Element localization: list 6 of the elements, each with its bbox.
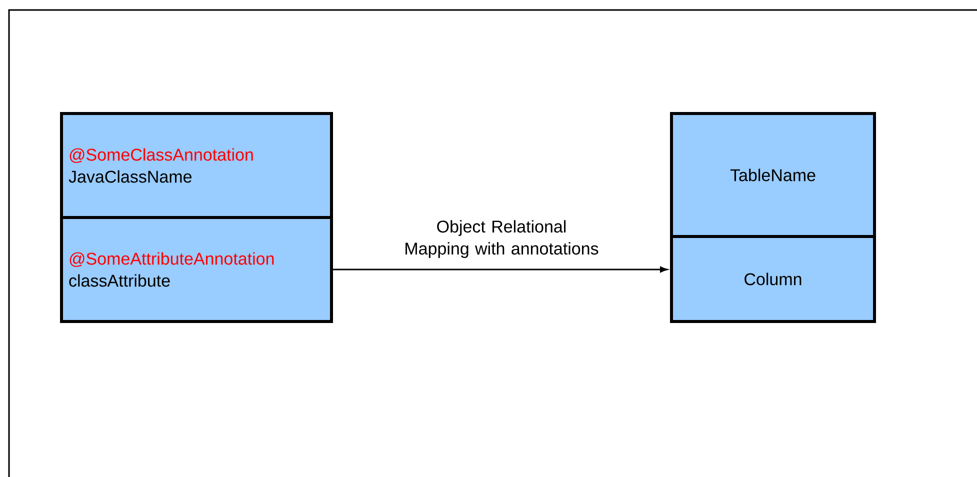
class-compartment: TableName (670, 112, 876, 238)
class-compartment: @SomeClassAnnotation JavaClassName (60, 112, 333, 219)
class-compartment: Column (670, 235, 876, 323)
class-compartment: @SomeAttributeAnnotation classAttribute (60, 216, 333, 323)
edge-label: Object Relational Mapping with annotations (406, 220, 598, 258)
arrow (333, 266, 668, 272)
